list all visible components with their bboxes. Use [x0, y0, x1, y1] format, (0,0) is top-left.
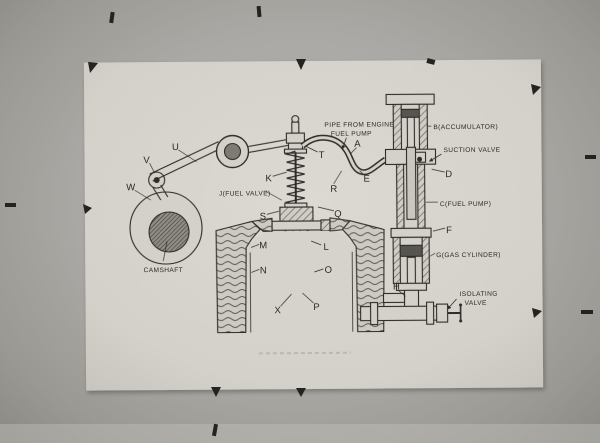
label-accumulator: B(ACCUMULATOR): [433, 124, 498, 131]
part-letter-p: P: [313, 302, 319, 313]
label-isolating-valve-line1: ISOLATING: [459, 291, 497, 298]
label-camshaft: CAMSHAFT: [144, 267, 184, 274]
part-letter-t: T: [319, 150, 325, 161]
part-letter-w: W: [126, 182, 135, 193]
part-letter-n: N: [260, 265, 267, 276]
photo-light-strip: [0, 424, 600, 443]
part-letter-e: E: [363, 174, 369, 185]
part-letter-a: A: [354, 139, 361, 150]
fuel-pipe: [300, 134, 388, 176]
cam-follower-roller: [148, 171, 169, 201]
label-fuel-valve: J(FUEL VALVE): [219, 190, 271, 197]
label-gas-cylinder: G(GAS CYLINDER): [436, 252, 501, 259]
part-letter-r: R: [330, 184, 337, 195]
part-letter-x: X: [274, 305, 281, 316]
part-letter-m: M: [259, 240, 267, 251]
label-isolating-valve-line2: VALVE: [465, 300, 488, 307]
part-letter-h: H: [393, 281, 400, 292]
part-letter-f: F: [446, 225, 452, 236]
clip-marks: [5, 5, 596, 437]
label-pipe-from-engine-line1: PIPE FROM ENGINE: [324, 121, 394, 128]
label-fuel-pump: C(FUEL PUMP): [440, 201, 492, 208]
part-letter-q: Q: [334, 209, 341, 220]
part-letter-k: K: [265, 173, 272, 184]
part-letter-l: L: [323, 242, 328, 253]
diagram-text: PIPE FROM ENGINE FUEL PUMP B(ACCUMULATOR…: [126, 121, 501, 316]
label-pipe-from-engine-line2: FUEL PUMP: [331, 131, 372, 138]
isolating-valve: [436, 303, 463, 323]
part-letter-u: U: [172, 142, 179, 153]
part-letter-s: S: [260, 211, 266, 222]
leader-lines: [134, 125, 446, 307]
bottom-pipe: [360, 301, 446, 326]
cam-lever: [149, 141, 221, 182]
part-letter-d: D: [445, 169, 452, 180]
part-letter-v: V: [143, 155, 150, 166]
diagram-ink: [129, 93, 463, 355]
pump-column-assembly: [382, 93, 437, 309]
rocker-pulley: [215, 134, 290, 169]
engine-cylinder-section: [215, 217, 385, 334]
camshaft-assembly: [129, 191, 203, 265]
faint-caption-smudge: [258, 351, 351, 355]
arrow-lines: [341, 137, 457, 310]
label-suction-valve: SUCTION VALVE: [443, 147, 500, 154]
part-letter-o: O: [325, 265, 332, 276]
